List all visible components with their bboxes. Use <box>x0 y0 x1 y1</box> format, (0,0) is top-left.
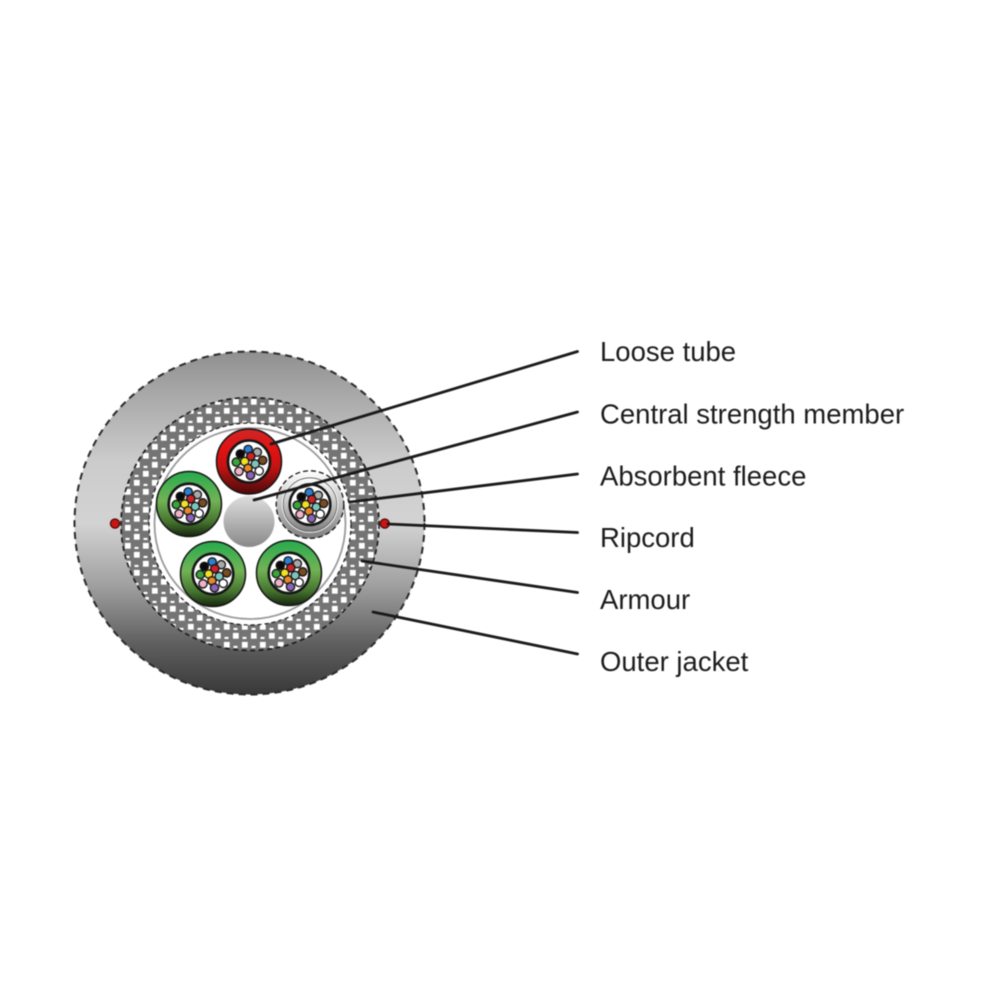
svg-text:Absorbent fleece: Absorbent fleece <box>600 461 806 492</box>
svg-text:Central strength member: Central strength member <box>600 398 904 429</box>
svg-text:Armour: Armour <box>600 584 690 615</box>
svg-text:Loose tube: Loose tube <box>600 336 736 367</box>
svg-text:Ripcord: Ripcord <box>600 522 695 553</box>
svg-text:Outer jacket: Outer jacket <box>600 646 749 677</box>
